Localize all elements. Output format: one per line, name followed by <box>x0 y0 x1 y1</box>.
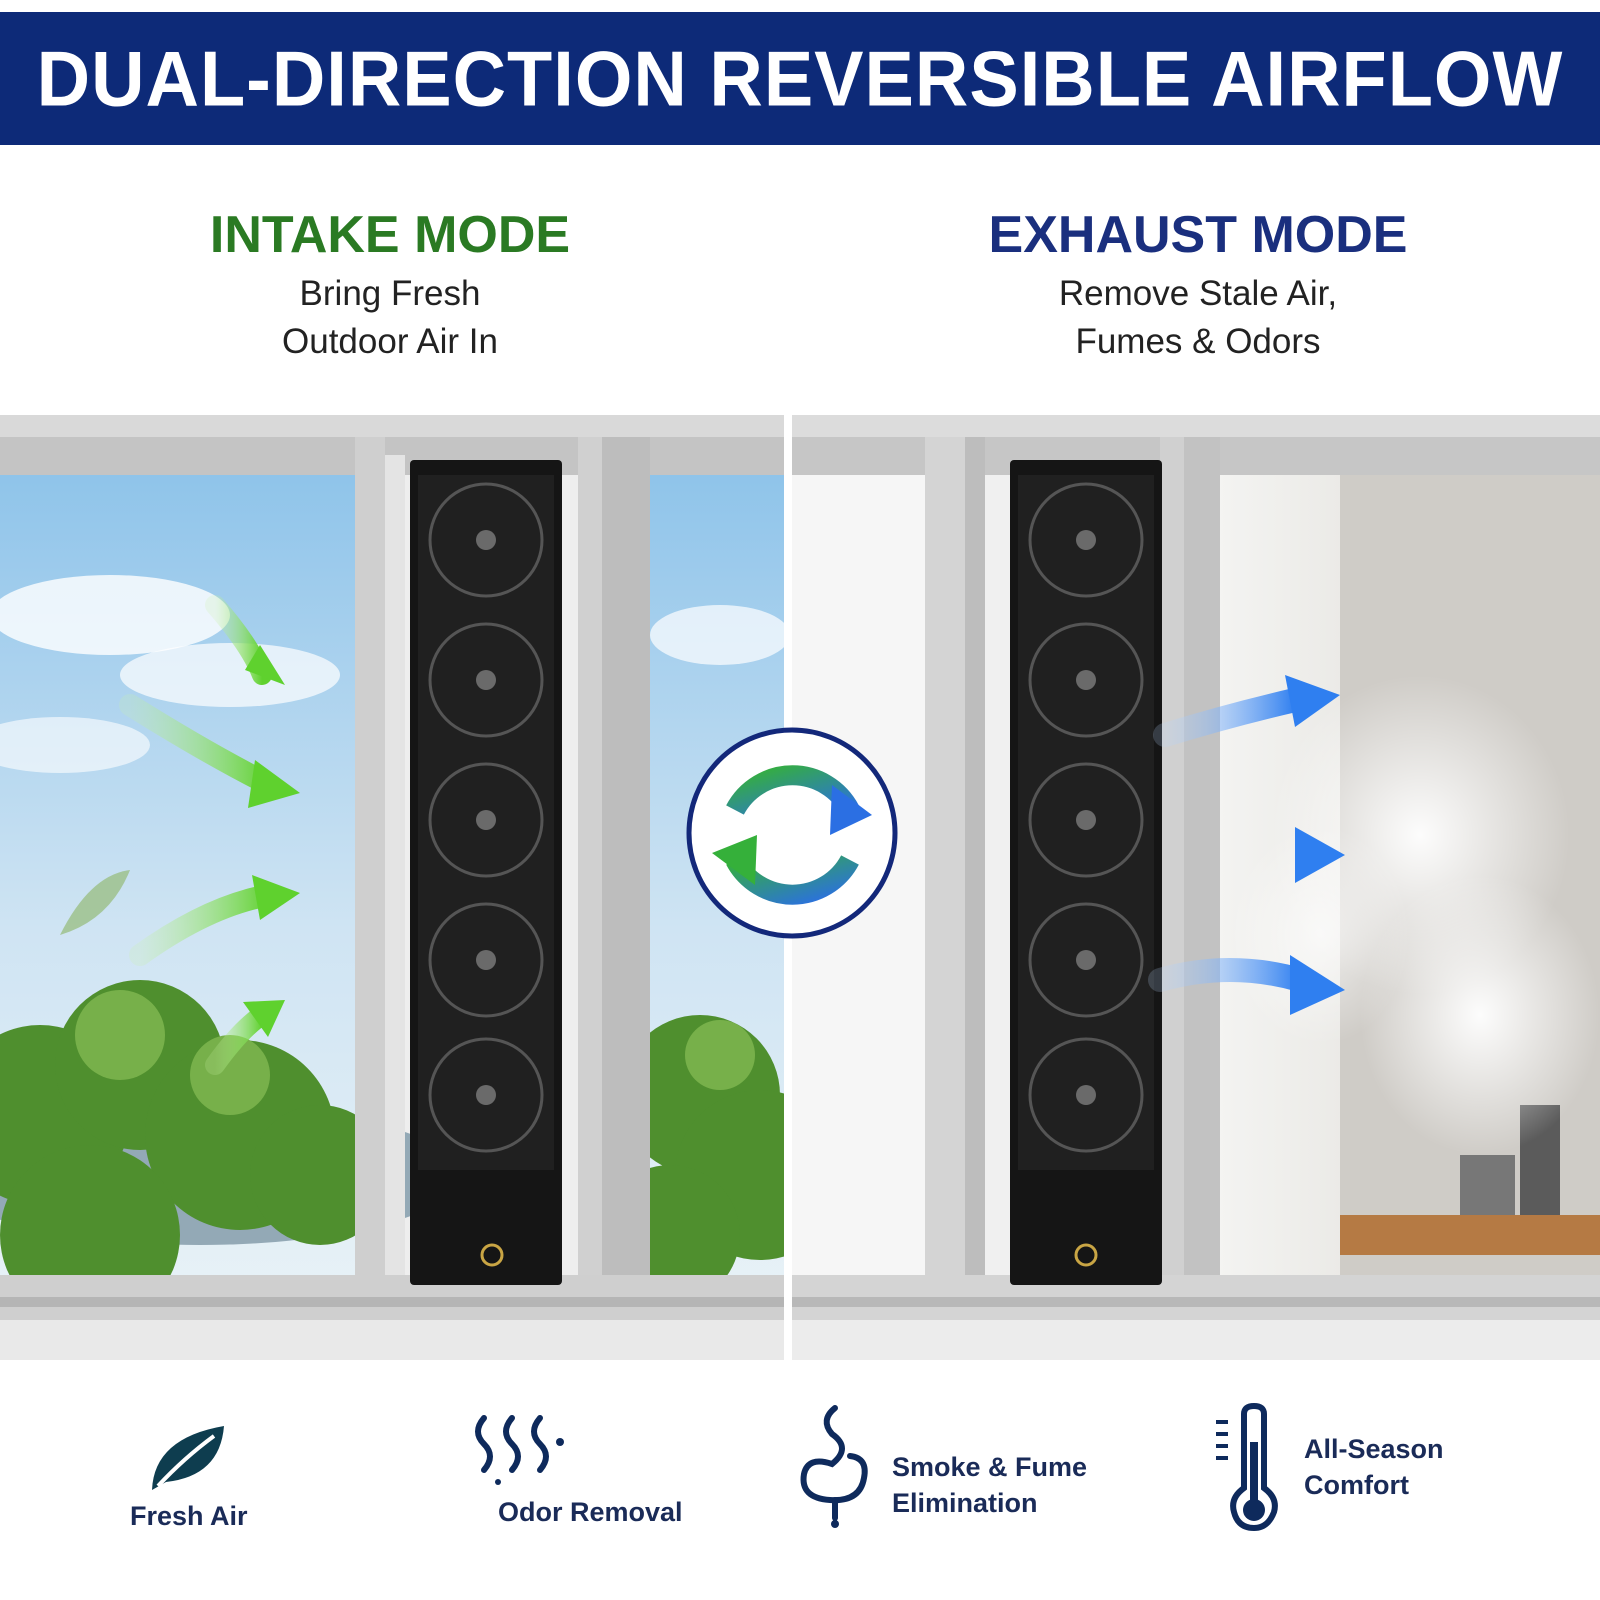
feature-odor-removal: Odor Removal <box>470 1412 683 1530</box>
fan-unit-right <box>1010 460 1162 1285</box>
window-scene <box>0 415 1600 1360</box>
intake-mode-title: INTAKE MODE <box>209 206 571 264</box>
feature-all-season-label-line2: Comfort <box>1304 1470 1409 1500</box>
feature-fresh-air: Fresh Air <box>130 1418 248 1534</box>
exhaust-arrows <box>1148 675 1345 1015</box>
smoke-icon <box>790 1400 880 1530</box>
exhaust-mode-title: EXHAUST MODE <box>988 206 1408 264</box>
feature-smoke-label-line2: Elimination <box>892 1488 1038 1518</box>
feature-smoke-elimination: Smoke & Fume Elimination <box>790 1400 1087 1530</box>
intake-mode-block: INTAKE MODE Bring Fresh Outdoor Air In <box>90 200 690 366</box>
intake-mode-line1: Bring Fresh <box>299 274 481 313</box>
intake-arrows <box>60 595 300 1075</box>
leaf-icon <box>144 1418 234 1498</box>
feature-smoke-label-line1: Smoke & Fume <box>892 1452 1088 1482</box>
feature-all-season: All-Season Comfort <box>1210 1402 1444 1532</box>
feature-strip: Fresh Air Odor Removal <box>0 1390 1600 1590</box>
feature-fresh-air-label: Fresh Air <box>130 1501 248 1531</box>
exhaust-mode-line2: Fumes & Odors <box>1075 322 1321 361</box>
header-banner: DUAL-DIRECTION REVERSIBLE AIRFLOW <box>0 12 1600 145</box>
thermometer-icon <box>1210 1402 1290 1532</box>
intake-mode-line2: Outdoor Air In <box>282 322 498 361</box>
feature-odor-removal-label: Odor Removal <box>498 1497 683 1527</box>
page-title: DUAL-DIRECTION REVERSIBLE AIRFLOW <box>36 34 1564 123</box>
odor-waves-icon <box>470 1412 580 1494</box>
exhaust-mode-line1: Remove Stale Air, <box>1058 274 1338 313</box>
reverse-cycle-icon <box>686 727 898 939</box>
feature-all-season-label-line1: All-Season <box>1304 1434 1444 1464</box>
window-scene-illustration <box>0 415 1600 1360</box>
fan-unit-left <box>410 460 562 1285</box>
exhaust-mode-block: EXHAUST MODE Remove Stale Air, Fumes & O… <box>898 200 1498 366</box>
